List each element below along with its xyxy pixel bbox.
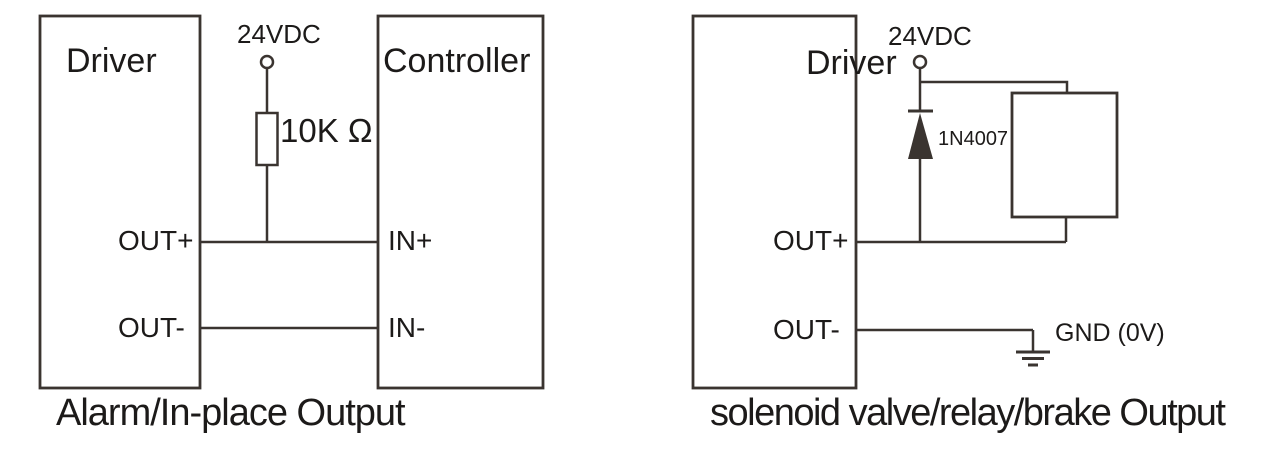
pullup-resistor-symbol [255,111,279,167]
left-driver-box-label: Driver [66,42,157,80]
right-driver-box-label: Driver [806,44,897,82]
right-out-minus-label: OUT- [773,314,840,345]
solenoid-output-circuit [691,14,1119,390]
left-out-minus-label: OUT- [118,312,185,343]
left-diagram-caption: Alarm/In-place Output [56,392,406,434]
right-supply-terminal-icon [912,54,928,70]
right-supply-label: 24VDC [888,21,972,51]
flyback-diode-symbol [908,113,933,159]
left-out-plus-label: OUT+ [118,225,194,256]
controller-box-label: Controller [383,42,531,80]
right-diagram-caption: solenoid valve/relay/brake Output [710,392,1226,434]
in-minus-label: IN- [388,312,426,343]
alarm-output-circuit [38,14,545,390]
resistor-value-label: 10K Ω [280,112,373,149]
diode-part-number-label: 1N4007 [938,128,1009,150]
load-box [1010,91,1119,219]
ground-label: GND (0V) [1055,319,1165,347]
left-supply-label: 24VDC [237,19,321,49]
controller-box [376,14,545,390]
ground-symbol-icon [1016,330,1050,367]
wire-supply-to-load [920,80,1069,93]
in-plus-label: IN+ [388,225,433,256]
left-supply-terminal-icon [259,54,275,70]
right-driver-box [691,14,858,390]
left-driver-box [38,14,202,390]
right-out-plus-label: OUT+ [773,225,849,256]
